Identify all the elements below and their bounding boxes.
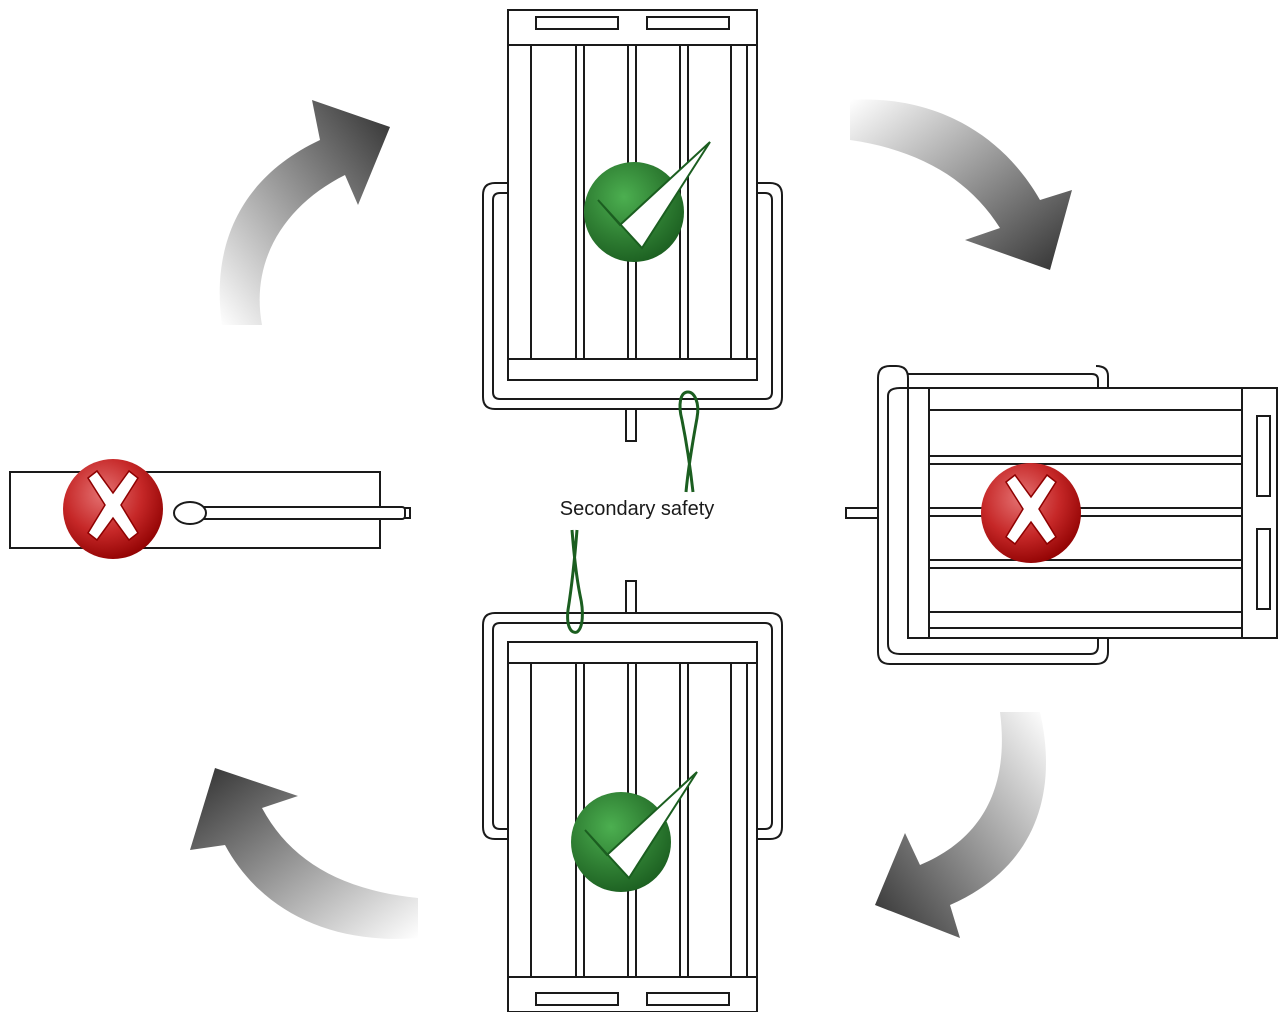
secondary-safety-label: Secondary safety	[560, 498, 715, 520]
rotation-arrow-bottom-left	[190, 768, 418, 939]
rotation-arrow-top-left	[219, 100, 390, 325]
cross-icon	[63, 459, 163, 559]
cross-icon	[981, 463, 1081, 563]
safety-cable-top	[678, 390, 700, 493]
unit-bottom	[482, 580, 783, 1012]
strap-handle	[173, 501, 406, 525]
check-icon	[571, 771, 698, 892]
safety-cable-bottom	[566, 529, 584, 634]
unit-left	[9, 459, 411, 559]
check-icon	[584, 141, 711, 262]
unit-top	[482, 9, 783, 442]
unit-right	[845, 365, 1278, 665]
rotation-arrow-bottom-right	[875, 712, 1046, 938]
rotation-arrow-top-right	[850, 99, 1072, 270]
